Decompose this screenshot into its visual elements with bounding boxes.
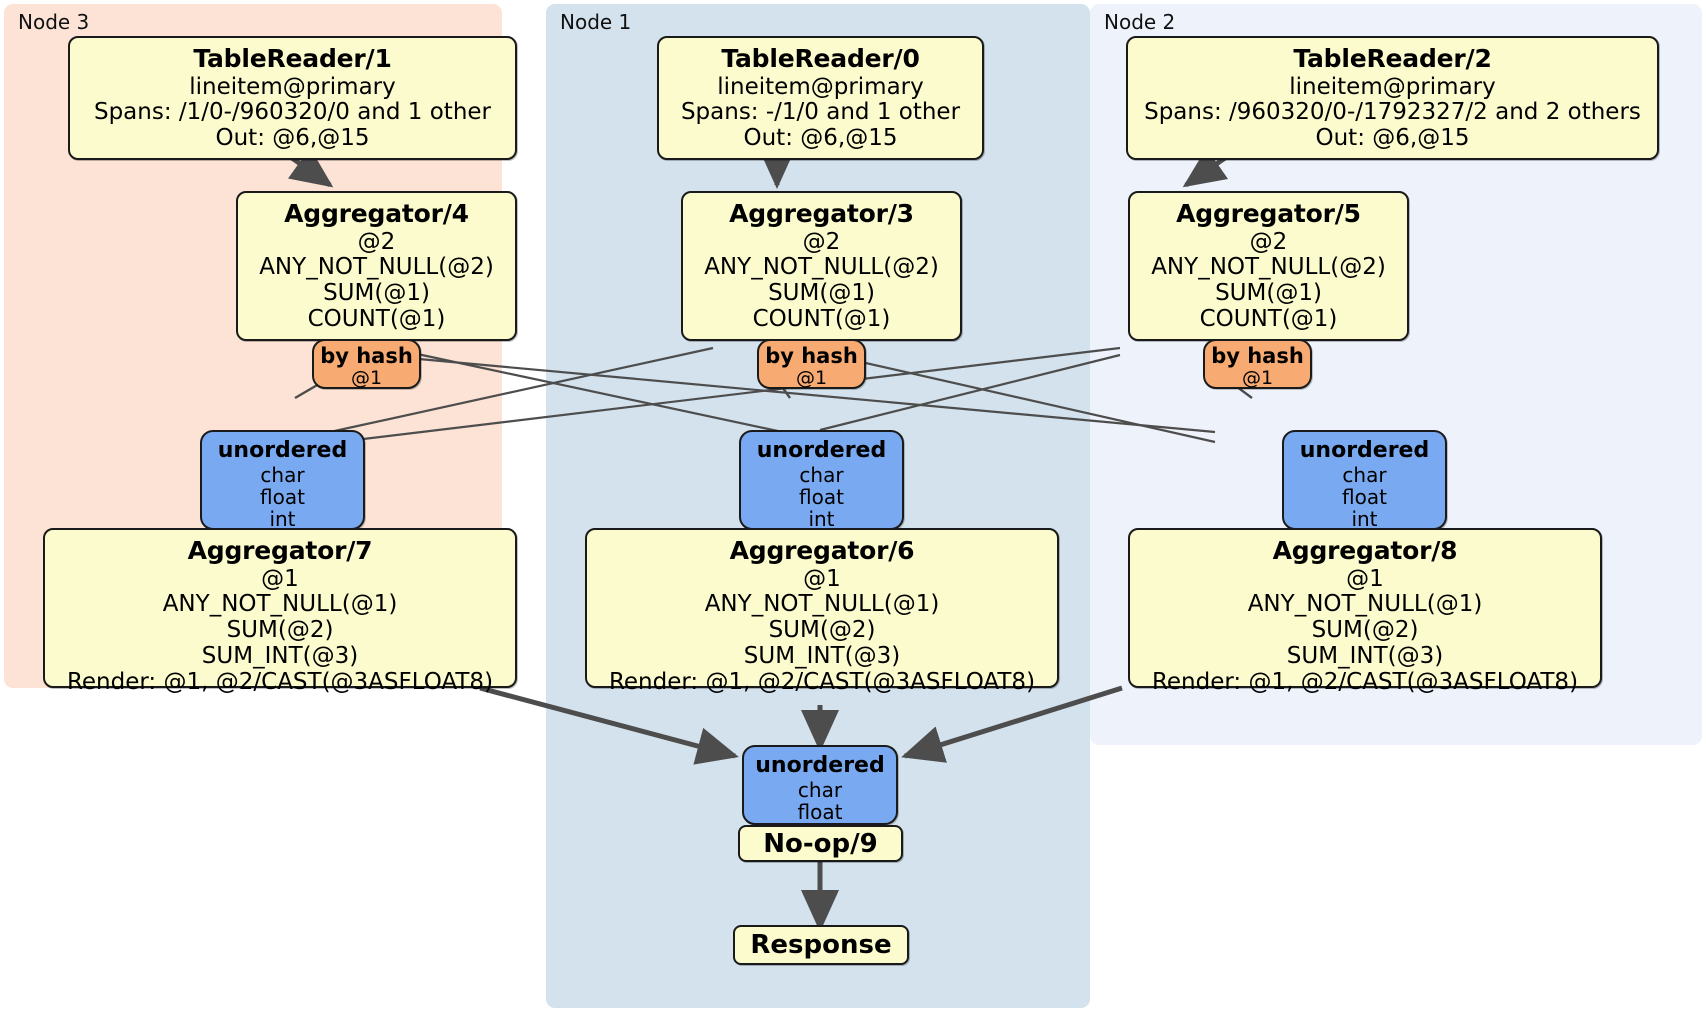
stream-unordered-left-line-0: char — [260, 463, 305, 488]
router-by-hash-left-title: by hash — [320, 344, 413, 368]
box-tablereader-2-title: TableReader/2 — [1293, 44, 1492, 73]
box-tablereader-1-line-0: lineitem@primary — [189, 73, 396, 100]
router-by-hash-left-line-0: @1 — [350, 367, 383, 390]
box-aggregator-3-title: Aggregator/3 — [729, 199, 914, 228]
panel-node-1-label: Node 1 — [560, 10, 632, 34]
router-by-hash-right-title: by hash — [1211, 344, 1304, 368]
box-response[interactable]: Response — [733, 925, 909, 965]
panel-node-2-label: Node 2 — [1104, 10, 1176, 34]
stream-unordered-left-title: unordered — [217, 438, 348, 463]
stream-unordered-mid-title: unordered — [756, 438, 887, 463]
stream-unordered-right-line-0: char — [1342, 463, 1387, 488]
box-aggregator-8-line-4: Render: @1, @2/CAST(@3ASFLOAT8) — [1151, 668, 1579, 695]
box-aggregator-8-title: Aggregator/8 — [1272, 536, 1458, 565]
router-by-hash-mid-line-0: @1 — [795, 367, 828, 390]
box-tablereader-0-line-0: lineitem@primary — [717, 73, 924, 100]
box-aggregator-7-line-4: Render: @1, @2/CAST(@3ASFLOAT8) — [66, 668, 494, 695]
box-tablereader-0[interactable]: TableReader/0 lineitem@primary Spans: -/… — [657, 36, 984, 160]
box-response-title: Response — [750, 930, 892, 960]
box-aggregator-5-line-0: @2 — [1249, 228, 1288, 255]
stream-unordered-final-title: unordered — [755, 753, 885, 778]
box-noop-9-title: No-op/9 — [763, 828, 878, 859]
router-by-hash-right[interactable]: by hash @1 — [1203, 339, 1312, 389]
box-aggregator-6-title: Aggregator/6 — [729, 536, 915, 565]
box-aggregator-3-line-1: ANY_NOT_NULL(@2) — [704, 254, 939, 281]
box-aggregator-6-line-4: Render: @1, @2/CAST(@3ASFLOAT8) — [608, 668, 1036, 695]
box-tablereader-0-line-2: Out: @6,@15 — [743, 125, 898, 151]
stream-unordered-right-line-1: float — [1342, 485, 1387, 510]
box-aggregator-5[interactable]: Aggregator/5 @2 ANY_NOT_NULL(@2) SUM(@1)… — [1128, 191, 1409, 341]
box-tablereader-2[interactable]: TableReader/2 lineitem@primary Spans: /9… — [1126, 36, 1659, 160]
box-aggregator-5-line-2: SUM(@1) — [1215, 280, 1322, 306]
box-tablereader-1[interactable]: TableReader/1 lineitem@primary Spans: /1… — [68, 36, 517, 160]
box-tablereader-2-line-1: Spans: /960320/0-/1792327/2 and 2 others — [1144, 99, 1641, 126]
box-tablereader-0-line-1: Spans: -/1/0 and 1 other — [680, 99, 961, 126]
box-aggregator-6-line-0: @1 — [803, 565, 841, 592]
stream-unordered-left-line-2: int — [269, 507, 296, 532]
box-noop-9[interactable]: No-op/9 — [738, 825, 903, 862]
box-aggregator-4-title: Aggregator/4 — [284, 199, 469, 228]
box-aggregator-3[interactable]: Aggregator/3 @2 ANY_NOT_NULL(@2) SUM(@1)… — [681, 191, 962, 341]
stream-unordered-left[interactable]: unordered char float int — [200, 430, 365, 530]
box-aggregator-7-title: Aggregator/7 — [187, 536, 373, 565]
router-by-hash-mid-title: by hash — [765, 344, 858, 368]
box-aggregator-5-title: Aggregator/5 — [1176, 199, 1361, 228]
box-aggregator-5-line-1: ANY_NOT_NULL(@2) — [1151, 254, 1386, 281]
stream-unordered-mid-line-2: int — [808, 507, 835, 532]
stream-unordered-right-line-2: int — [1351, 507, 1378, 532]
panel-node-3-label: Node 3 — [18, 10, 90, 34]
box-aggregator-4-line-2: SUM(@1) — [323, 280, 430, 306]
box-aggregator-4-line-3: COUNT(@1) — [307, 305, 446, 332]
stream-unordered-mid-line-0: char — [799, 463, 844, 488]
box-aggregator-8-line-3: SUM_INT(@3) — [1286, 642, 1444, 669]
stream-unordered-final-line-1: float — [797, 800, 843, 825]
box-aggregator-7[interactable]: Aggregator/7 @1 ANY_NOT_NULL(@1) SUM(@2)… — [43, 528, 517, 694]
box-aggregator-7-line-1: ANY_NOT_NULL(@1) — [162, 591, 398, 618]
box-aggregator-6-line-2: SUM(@2) — [768, 617, 876, 643]
box-aggregator-8-line-1: ANY_NOT_NULL(@1) — [1247, 591, 1483, 618]
box-aggregator-8[interactable]: Aggregator/8 @1 ANY_NOT_NULL(@1) SUM(@2)… — [1128, 528, 1602, 694]
stream-unordered-mid-line-1: float — [799, 485, 844, 510]
box-aggregator-7-line-0: @1 — [261, 565, 299, 592]
box-aggregator-3-line-0: @2 — [802, 228, 841, 255]
box-tablereader-0-title: TableReader/0 — [721, 44, 920, 73]
stream-unordered-left-line-1: float — [260, 485, 305, 510]
box-aggregator-6-line-1: ANY_NOT_NULL(@1) — [704, 591, 940, 618]
box-tablereader-1-line-2: Out: @6,@15 — [215, 125, 370, 151]
box-tablereader-2-line-2: Out: @6,@15 — [1315, 125, 1470, 151]
box-aggregator-7-line-3: SUM_INT(@3) — [201, 642, 359, 669]
box-aggregator-6[interactable]: Aggregator/6 @1 ANY_NOT_NULL(@1) SUM(@2)… — [585, 528, 1059, 694]
box-aggregator-6-line-3: SUM_INT(@3) — [743, 642, 901, 669]
router-by-hash-left[interactable]: by hash @1 — [312, 339, 421, 389]
box-tablereader-1-title: TableReader/1 — [193, 44, 392, 73]
box-tablereader-1-line-1: Spans: /1/0-/960320/0 and 1 other — [93, 99, 492, 126]
router-by-hash-mid[interactable]: by hash @1 — [757, 339, 866, 389]
box-aggregator-4-line-1: ANY_NOT_NULL(@2) — [259, 254, 494, 281]
box-aggregator-3-line-3: COUNT(@1) — [752, 305, 891, 332]
stream-unordered-final[interactable]: unordered char float — [742, 745, 898, 825]
box-aggregator-8-line-2: SUM(@2) — [1311, 617, 1419, 643]
box-aggregator-5-line-3: COUNT(@1) — [1199, 305, 1338, 332]
stream-unordered-right[interactable]: unordered char float int — [1282, 430, 1447, 530]
stream-unordered-right-title: unordered — [1299, 438, 1430, 463]
box-aggregator-3-line-2: SUM(@1) — [768, 280, 875, 306]
box-aggregator-4-line-0: @2 — [357, 228, 396, 255]
stream-unordered-final-line-0: char — [797, 778, 843, 803]
box-aggregator-8-line-0: @1 — [1346, 565, 1384, 592]
router-by-hash-right-line-0: @1 — [1241, 367, 1274, 390]
box-tablereader-2-line-0: lineitem@primary — [1289, 73, 1496, 100]
stream-unordered-mid[interactable]: unordered char float int — [739, 430, 904, 530]
box-aggregator-7-line-2: SUM(@2) — [226, 617, 334, 643]
box-aggregator-4[interactable]: Aggregator/4 @2 ANY_NOT_NULL(@2) SUM(@1)… — [236, 191, 517, 341]
